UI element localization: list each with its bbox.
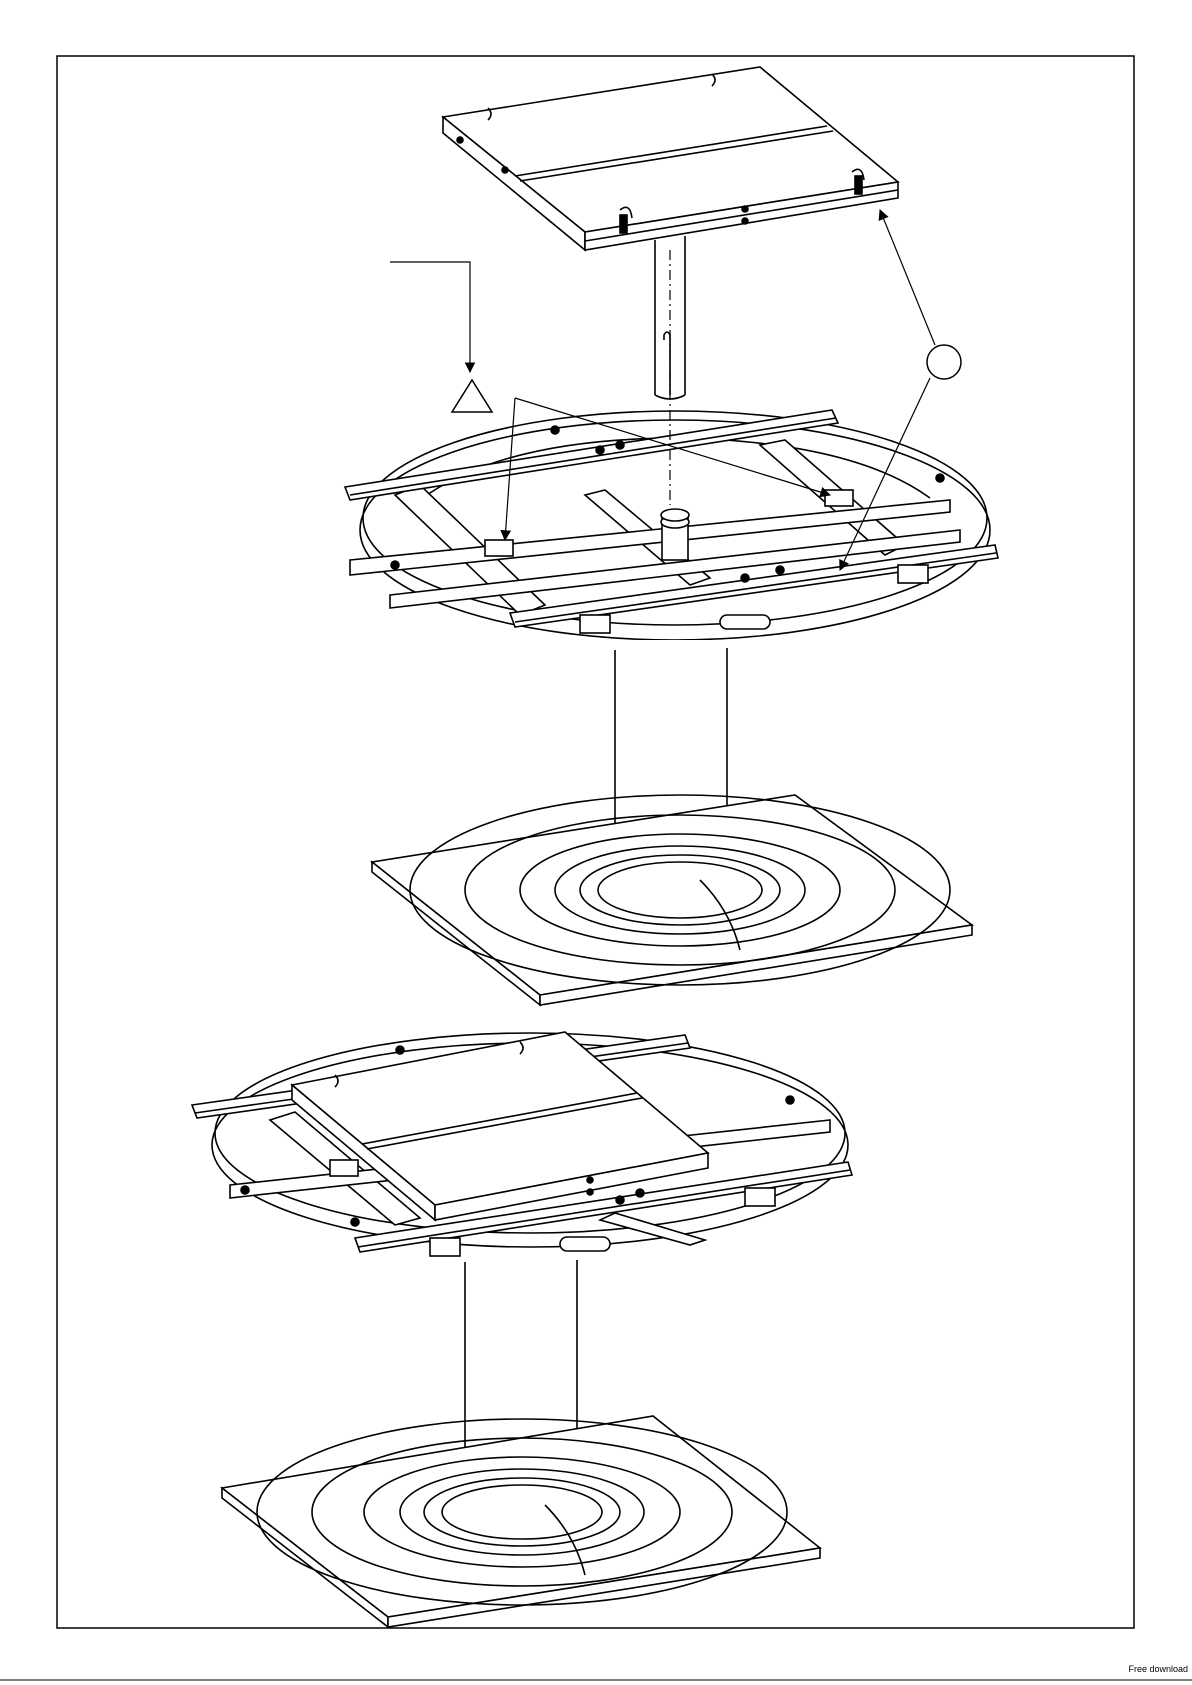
triangle-callout (452, 380, 492, 412)
exploded-assembly (345, 67, 998, 1005)
circle-callout (927, 345, 961, 379)
assembled-table (192, 1032, 852, 1627)
extension-leaf (443, 67, 898, 250)
base-plate-lower (222, 1416, 820, 1627)
footer-text: Free download (1128, 1664, 1188, 1674)
base-plate-upper (372, 795, 972, 1005)
centre-lock-knob (661, 509, 689, 560)
